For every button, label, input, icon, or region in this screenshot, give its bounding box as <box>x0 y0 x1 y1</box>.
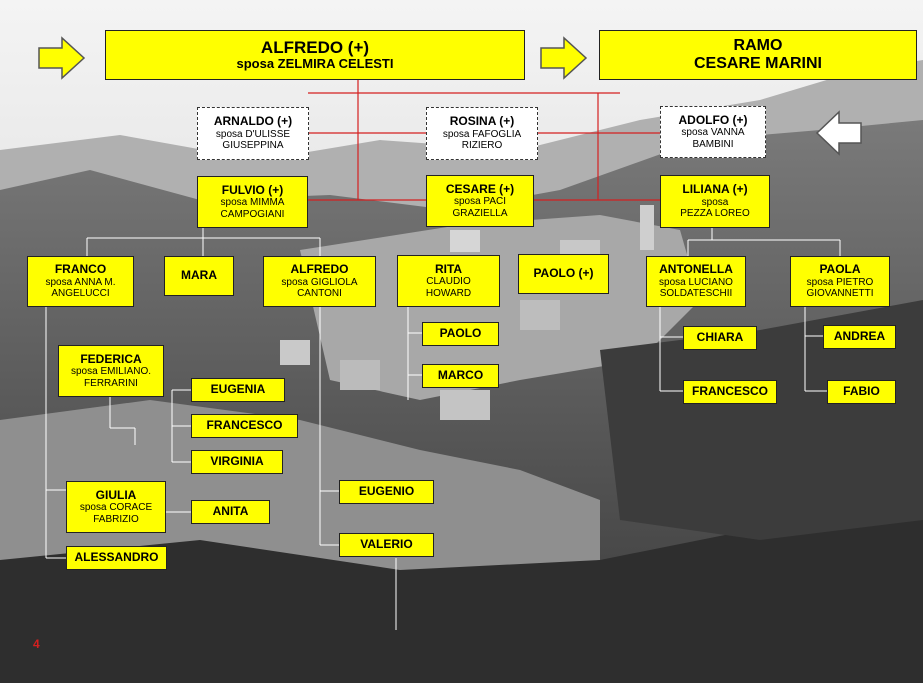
node-name: FRANCESCO <box>206 418 283 433</box>
node-name: PAOLO (+) <box>533 266 594 281</box>
node-name: EUGENIO <box>358 484 415 499</box>
node-spouse: GRAZIELLA <box>452 207 508 219</box>
mara-box: MARA <box>164 256 234 296</box>
node-spouse: sposa MIMMA <box>220 197 285 209</box>
ramo-line2: CESARE MARINI <box>693 55 822 72</box>
virginia-box: VIRGINIA <box>191 450 283 474</box>
rosina-box: ROSINA (+) sposa FAFOGLIA RIZIERO <box>426 107 538 160</box>
eugenio-box: EUGENIO <box>339 480 434 504</box>
page-number: 4 <box>33 637 40 651</box>
giulia-box: GIULIA sposa CORACE FABRIZIO <box>66 481 166 533</box>
node-name: RITA <box>434 261 463 276</box>
node-name: EUGENIA <box>210 382 266 397</box>
eugenia-box: EUGENIA <box>191 378 285 402</box>
node-spouse: ANGELUCCI <box>51 288 110 300</box>
node-spouse: RIZIERO <box>461 140 503 152</box>
node-spouse: CANTONI <box>297 288 342 300</box>
node-spouse: sposa LUCIANO <box>659 276 733 288</box>
node-name: ROSINA (+) <box>449 114 515 129</box>
node-name: VALERIO <box>360 537 413 552</box>
node-name: ADOLFO (+) <box>678 112 748 127</box>
node-spouse: SOLDATESCHII <box>659 288 733 300</box>
node-spouse: sposa VANNA <box>681 127 745 139</box>
alessandro-box: ALESSANDRO <box>66 546 167 570</box>
node-name: CESARE (+) <box>445 181 515 196</box>
node-spouse: sposa CORACE <box>79 502 153 514</box>
node-name: ALFREDO <box>290 262 349 277</box>
root-alfredo-box: ALFREDO (+) sposa ZELMIRA CELESTI <box>105 30 525 80</box>
paola-box: PAOLA sposa PIETRO GIOVANNETTI <box>790 256 890 307</box>
node-name: GIULIA <box>95 487 137 502</box>
node-name: FRANCESCO <box>691 384 768 399</box>
node-spouse: sposa ZELMIRA CELESTI <box>236 56 394 72</box>
node-name: ANTONELLA <box>659 262 733 277</box>
valerio-box: VALERIO <box>339 533 434 557</box>
arnaldo-box: ARNALDO (+) sposa D'ULISSE GIUSEPPINA <box>197 107 309 160</box>
node-spouse: FERRARINI <box>84 377 138 389</box>
node-name: FRANCO <box>54 262 107 277</box>
node-name: ARNALDO (+) <box>213 114 293 129</box>
federica-box: FEDERICA sposa EMILIANO. FERRARINI <box>58 345 164 397</box>
antonella-box: ANTONELLA sposa LUCIANO SOLDATESCHII <box>646 256 746 307</box>
fulvio-box: FULVIO (+) sposa MIMMA CAMPOGIANI <box>197 176 308 228</box>
node-name: ANDREA <box>833 329 886 344</box>
right-arrow-icon <box>38 36 86 80</box>
ramo-line1: RAMO <box>733 36 783 54</box>
node-spouse: sposa D'ULISSE <box>215 128 291 140</box>
rita-box: RITA CLAUDIO HOWARD <box>397 255 500 307</box>
paolo-box: PAOLO <box>422 322 499 346</box>
ramo-box: RAMO CESARE MARINI <box>599 30 917 80</box>
node-name: LILIANA (+) <box>682 182 748 197</box>
node-spouse: sposa <box>701 196 729 208</box>
liliana-box: LILIANA (+) sposa PEZZA LOREO <box>660 175 770 228</box>
node-spouse: FABRIZIO <box>93 513 139 525</box>
node-spouse: sposa GIGLIOLA <box>281 276 358 288</box>
node-name: FEDERICA <box>80 351 142 366</box>
node-name: CHIARA <box>696 330 744 345</box>
node-spouse: sposa FAFOGLIA <box>442 128 522 140</box>
chiara-box: CHIARA <box>683 326 757 350</box>
anita-box: ANITA <box>191 500 270 524</box>
node-spouse: sposa ANNA M. <box>45 276 116 288</box>
node-name: ALESSANDRO <box>74 550 159 565</box>
node-spouse: HOWARD <box>425 287 472 299</box>
node-spouse: CLAUDIO <box>426 276 471 288</box>
node-spouse: sposa PIETRO <box>806 276 874 288</box>
francesco-a-box: FRANCESCO <box>683 380 777 404</box>
node-spouse: GIUSEPPINA <box>222 140 284 152</box>
node-name: MARA <box>181 268 217 283</box>
marco-box: MARCO <box>422 364 499 388</box>
node-spouse: sposa EMILIANO. <box>70 366 152 378</box>
fabio-box: FABIO <box>827 380 896 404</box>
node-name: MARCO <box>437 368 484 383</box>
node-spouse: PEZZA LOREO <box>680 208 750 220</box>
node-name: VIRGINIA <box>210 454 264 469</box>
andrea-box: ANDREA <box>823 325 896 349</box>
node-name: FABIO <box>843 384 880 399</box>
node-name: FULVIO (+) <box>221 182 284 197</box>
franco-box: FRANCO sposa ANNA M. ANGELUCCI <box>27 256 134 307</box>
paolo-plus-box: PAOLO (+) <box>518 254 609 294</box>
node-spouse: BAMBINI <box>692 138 734 150</box>
node-name: ALFREDO (+) <box>260 37 370 57</box>
node-name: ANITA <box>212 504 249 519</box>
alfredo2-box: ALFREDO sposa GIGLIOLA CANTONI <box>263 256 376 307</box>
node-spouse: sposa PACI <box>453 196 507 208</box>
francesco-f-box: FRANCESCO <box>191 414 298 438</box>
adolfo-box: ADOLFO (+) sposa VANNA BAMBINI <box>660 106 766 158</box>
left-arrow-icon <box>815 110 862 156</box>
cesare-box: CESARE (+) sposa PACI GRAZIELLA <box>426 175 534 227</box>
white-connectors <box>45 228 841 630</box>
node-spouse: GIOVANNETTI <box>806 288 874 300</box>
right-arrow-icon <box>540 36 588 80</box>
node-spouse: CAMPOGIANI <box>220 208 285 220</box>
node-name: PAOLO <box>439 326 482 341</box>
node-name: PAOLA <box>819 262 861 277</box>
